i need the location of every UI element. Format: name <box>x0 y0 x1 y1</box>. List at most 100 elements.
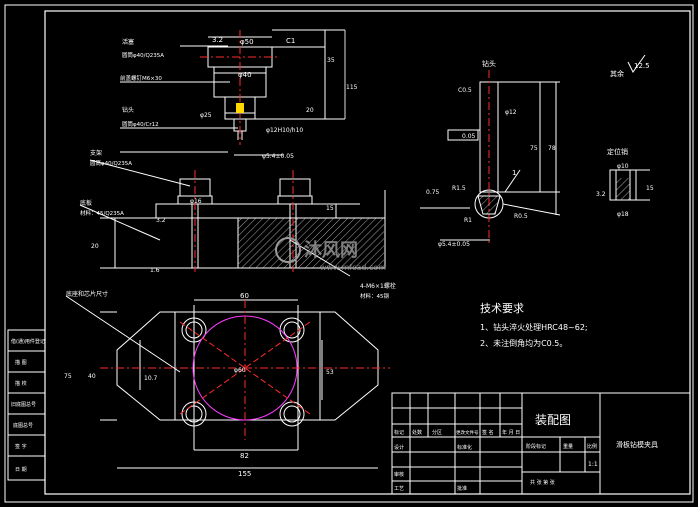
dim-82: 82 <box>240 452 249 460</box>
header-mark: 标记 <box>394 429 404 436</box>
roughness-symbol-1: 3.2 <box>212 36 223 44</box>
dim-phi60: φ60 <box>234 367 246 374</box>
dowel-title: 定位销 <box>607 147 628 156</box>
dowel-roughness: 3.2 <box>596 191 606 198</box>
dim-0-75: 0.75 <box>426 189 440 196</box>
callout-bolts: 4-M6×1螺栓 <box>360 282 396 290</box>
header-count: 处数 <box>412 429 422 436</box>
side-table-text: 借(通)用件登记 描 图 描 校 旧底图总号 底图总号 签 字 日 期 <box>11 338 45 473</box>
plan-view-text: 底座和芯片尺寸 60 75 40 10.7 φ60 53 82 155 <box>64 290 334 478</box>
front-view-text: 支架 圆筒φ40/Q235A 底板 材料：45/Q235A 4-M6×1螺栓 材… <box>80 149 396 300</box>
dim-15-dowel: 15 <box>646 185 654 192</box>
side-row-3: 描 校 <box>15 380 27 387</box>
dim-phi18: φ18 <box>617 211 629 218</box>
dim-r1: R1 <box>464 217 472 224</box>
dim-r0-5: R0.5 <box>514 213 528 220</box>
dim-10-7: 10.7 <box>144 375 158 382</box>
tech-requirements: 技术要求 1、钻头淬火处理HRC48~62; 2、未注倒角均为C0.5。 <box>480 302 588 348</box>
rest-label: 其余 <box>610 69 624 78</box>
callout-screw: 前盖螺钉M6×30 <box>120 74 162 82</box>
rest-roughness: 12.5 <box>634 62 650 70</box>
dim-phi12-pin: φ12 <box>505 109 517 116</box>
title-block <box>391 392 691 495</box>
dim-phi40: φ40 <box>238 71 252 79</box>
pin-section <box>477 195 501 215</box>
inner-border <box>44 10 691 495</box>
callout-bracket-mat: 圆筒φ40/Q235A <box>90 159 132 167</box>
callout-base-size: 底座和芯片尺寸 <box>66 290 108 298</box>
top-view-callouts: 活塞 圆筒φ40/Q235A 前盖螺钉M6×30 钻头 圆筒φ40/Cr12 <box>120 38 164 128</box>
dim-phi50: φ50 <box>240 38 254 46</box>
dim-75-pin: 75 <box>530 145 538 152</box>
dim-35: 35 <box>327 57 335 64</box>
top-view <box>120 29 346 156</box>
dim-75: 75 <box>64 373 72 380</box>
pin-view-text: 钻头 C0.5 φ12 75 78 0.05 0.75 R1.5 R1 R0.5… <box>426 59 556 248</box>
section-hatch <box>238 218 384 268</box>
watermark-brand: 沐风网 <box>304 239 358 261</box>
side-row-7: 日 期 <box>15 467 27 473</box>
drawing-title: 装配图 <box>535 413 571 427</box>
geom-tolerance-frame <box>447 129 479 141</box>
row-design: 设计 <box>394 444 404 451</box>
callout-baseplate-mat: 材料：45/Q235A <box>80 209 124 217</box>
dim-15: 15 <box>326 205 334 212</box>
header-sign: 签 名 <box>482 429 494 436</box>
side-row-6: 签 字 <box>15 443 27 450</box>
side-row-5: 底图总号 <box>13 422 33 429</box>
header-date: 年 月 日 <box>502 429 520 436</box>
callout-cylinder-2: 圆筒φ40/Cr12 <box>122 120 159 128</box>
pin-view <box>420 81 561 241</box>
row-process: 工艺 <box>394 486 404 492</box>
dim-20: 20 <box>306 107 314 114</box>
row-review: 审核 <box>394 471 404 478</box>
stage-scale: 比例 <box>587 443 597 450</box>
sheet-count: 共 张 第 张 <box>530 479 555 486</box>
header-zone: 分区 <box>432 429 442 436</box>
side-row-4: 旧底图总号 <box>11 401 36 408</box>
watermark-url: www.mfcad.com <box>320 263 386 272</box>
side-row-2: 描 图 <box>15 359 27 366</box>
dim-phi12: φ12H10/h10 <box>266 127 303 134</box>
tol-0-05: 0.05 <box>462 133 476 140</box>
scale-value: 1:1 <box>588 461 598 468</box>
dowel-hatch <box>616 178 630 200</box>
pin-callout-num: 1 <box>512 169 516 177</box>
dim-60: 60 <box>240 292 249 300</box>
part-name: 滑板钻模夹具 <box>616 440 658 449</box>
dim-53: 53 <box>326 369 334 376</box>
dim-20-front: 20 <box>91 243 99 250</box>
dim-phi5-4-pin: φ5.4±0.05 <box>438 241 470 248</box>
dim-phi5-4: φ5.4±0.05 <box>262 153 294 160</box>
row-standard: 标准化 <box>457 444 472 451</box>
callout-cylinder-1: 圆筒φ40/Q235A <box>122 51 164 59</box>
dim-c0-5: C0.5 <box>458 87 472 94</box>
dim-phi16: φ16 <box>190 198 202 205</box>
rest-roughness-symbol <box>627 54 646 73</box>
roughness-front-1: 3.2 <box>156 217 166 224</box>
dim-c1: C1 <box>286 37 295 45</box>
roughness-front-2: 1.6 <box>150 267 160 274</box>
plan-callout-leader <box>65 295 181 373</box>
stage-weight: 重量 <box>563 443 573 450</box>
dowel-text: 定位销 φ10 φ18 15 3.2 <box>596 147 654 218</box>
side-table <box>7 329 46 481</box>
row-approve: 批准 <box>457 485 467 492</box>
dim-78-pin: 78 <box>548 145 556 152</box>
tech-req-title: 技术要求 <box>480 302 524 315</box>
set-screw-mark <box>236 103 244 113</box>
dim-phi25: φ25 <box>200 112 212 119</box>
dim-40: 40 <box>88 373 96 380</box>
plan-view <box>100 299 379 469</box>
watermark: 沐风网 www.mfcad.com <box>275 237 386 272</box>
top-view-dims: φ50 C1 φ40 35 20 φ25 φ12H10/h10 φ5.4±0.0… <box>200 37 358 160</box>
watermark-logo-icon <box>275 237 301 263</box>
tech-req-1: 1、钻头淬火处理HRC48~62; <box>480 322 588 332</box>
callout-bracket: 支架 <box>90 149 102 157</box>
callout-piston: 活塞 <box>122 38 134 46</box>
callout-bolts-mat: 材料：45钢 <box>360 292 389 300</box>
callout-drill: 钻头 <box>122 106 134 114</box>
dim-115: 115 <box>346 84 358 91</box>
